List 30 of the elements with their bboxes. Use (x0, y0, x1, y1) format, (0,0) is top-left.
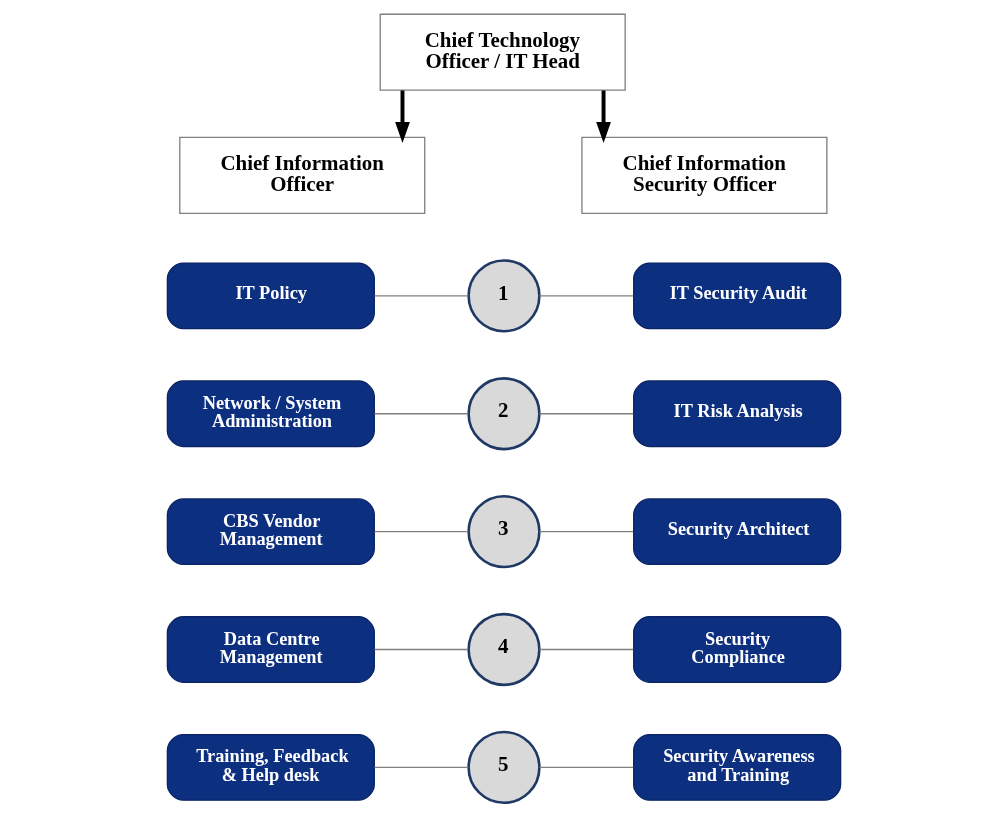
node-circle: 4 (466, 612, 541, 686)
node-box: Chief Information Officer (178, 136, 425, 214)
connector (538, 412, 634, 414)
node-circle: 1 (466, 258, 541, 333)
node-box: CBS Vendor Management (166, 497, 375, 565)
connector (538, 294, 634, 296)
connector (538, 766, 634, 768)
arrow (394, 90, 410, 143)
node-box: IT Risk Analysis (632, 379, 841, 447)
node-box: Security Compliance (632, 615, 841, 683)
connector (373, 648, 469, 650)
node-box: IT Security Audit (632, 261, 841, 329)
connector (373, 766, 469, 768)
node-box: Security Architect (632, 497, 841, 565)
node-circle: 5 (466, 730, 541, 804)
node-box: Chief Information Security Officer (580, 136, 828, 214)
node-circle: 3 (466, 494, 541, 568)
connector (538, 530, 634, 532)
connector (373, 412, 469, 414)
connector (538, 648, 634, 650)
arrow (595, 90, 611, 143)
node-box: Security Awareness and Training (632, 733, 841, 801)
node-box: Network / System Administration (166, 379, 375, 447)
connector (373, 294, 469, 296)
node-box: IT Policy (166, 261, 375, 329)
connector (373, 530, 469, 532)
node-box: Training, Feedback & Help desk (166, 733, 375, 801)
node-circle: 2 (466, 376, 541, 450)
node-box: Chief Technology Officer / IT Head (379, 13, 626, 91)
node-box: Data Centre Management (166, 615, 375, 683)
